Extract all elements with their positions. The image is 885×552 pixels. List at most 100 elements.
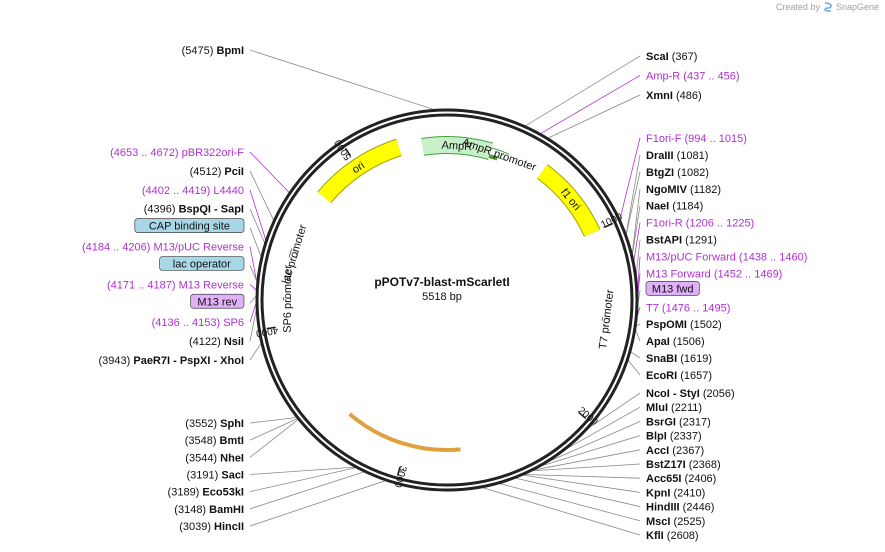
label-blpi[interactable]: BlpI (2337)	[646, 431, 702, 443]
label-text: (4512) PciI	[190, 166, 244, 178]
label-text: (4171 .. 4187) M13 Reverse	[107, 279, 244, 291]
label-text: (3189) Eco53kI	[168, 487, 244, 499]
label-pcii[interactable]: (4512) PciI	[190, 166, 244, 178]
label-sp6[interactable]: (4136 .. 4153) SP6	[152, 317, 244, 329]
leader-hindiii	[513, 477, 641, 507]
label-text: ApaI (1506)	[646, 336, 705, 348]
label-xmni[interactable]: XmnI (486)	[646, 90, 702, 102]
label-msci[interactable]: MscI (2525)	[646, 516, 705, 528]
label-btgzi[interactable]: BtgZI (1082)	[646, 167, 709, 179]
label-text: (4122) NsiI	[189, 336, 244, 348]
leader-lines	[249, 49, 641, 536]
leader-ecori	[626, 358, 641, 376]
label-text: Acc65I (2406)	[646, 473, 716, 485]
label-pspomi[interactable]: PspOMI (1502)	[646, 319, 722, 331]
label-hindiii[interactable]: HindIII (2446)	[646, 502, 714, 514]
label-m13-puc-reverse[interactable]: (4184 .. 4206) M13/pUC Reverse	[82, 242, 244, 254]
label-nsii[interactable]: (4122) NsiI	[189, 336, 244, 348]
leader-paer7i-pspxi-xhoi	[249, 341, 263, 361]
label-nhei[interactable]: (3544) NheI	[185, 452, 244, 464]
label-ecori[interactable]: EcoRI (1657)	[646, 370, 712, 382]
label-text: M13/pUC Forward (1438 .. 1460)	[646, 252, 807, 264]
label-text: (4402 .. 4419) L4440	[142, 185, 244, 197]
label-text: BlpI (2337)	[646, 431, 702, 443]
plasmid-length: 5518 bp	[422, 291, 462, 303]
leader-f1ori-f	[619, 137, 641, 222]
feature-ori[interactable]	[318, 139, 402, 203]
label-text: NgoMIV (1182)	[646, 184, 721, 196]
leader-btgzi	[625, 171, 641, 238]
label-text: (3039) HincII	[179, 521, 244, 533]
label-apai[interactable]: ApaI (1506)	[646, 336, 705, 348]
leader-f1ori-r	[632, 222, 641, 265]
label-hincii[interactable]: (3039) HincII	[179, 521, 244, 533]
label-naei[interactable]: NaeI (1184)	[646, 201, 703, 213]
feature-ampr[interactable]	[421, 137, 493, 159]
label-saci[interactable]: (3191) SacI	[187, 470, 245, 482]
leader-ngomiv	[631, 188, 641, 258]
label-m13-rev[interactable]: M13 rev	[190, 293, 245, 309]
label-eco53ki[interactable]: (3189) Eco53kI	[168, 487, 244, 499]
label-m13-forward[interactable]: M13 Forward (1452 .. 1469)	[646, 268, 782, 280]
label-bamhi[interactable]: (3148) BamHI	[174, 504, 244, 516]
leader-ncoi-styi	[582, 392, 641, 433]
site-labels: ScaI (367) Amp-R (437 .. 456) XmnI (486) F1…	[82, 45, 807, 542]
label-text: BsrGI (2317)	[646, 416, 711, 428]
label-mlui[interactable]: MluI (2211)	[646, 402, 702, 414]
feature-ampr-promoter[interactable]	[489, 148, 510, 161]
label-lac-operator[interactable]: lac operator	[159, 256, 245, 271]
label-snabi[interactable]: SnaBI (1619)	[646, 353, 712, 365]
label-text: MluI (2211)	[646, 402, 702, 414]
tick-4000	[266, 326, 276, 330]
label-text: M13 Forward (1452 .. 1469)	[646, 268, 782, 280]
label-text: KflI (2608)	[646, 530, 699, 542]
label-bstapi[interactable]: BstAPI (1291)	[646, 235, 717, 247]
snapgene-logo-icon	[824, 2, 832, 12]
label-bspqi-sapi[interactable]: (4396) BspQI - SapI	[144, 204, 244, 216]
leader-xmni	[546, 94, 641, 140]
label-bpmi[interactable]: (5475) BpmI	[182, 45, 244, 57]
leader-bstz17i	[528, 463, 641, 472]
label-scai[interactable]: ScaI (367)	[646, 51, 697, 63]
label-box	[645, 281, 700, 296]
label-cap-binding-site[interactable]: CAP binding site	[134, 218, 245, 233]
leader-mlui	[557, 406, 641, 455]
label-amp-r[interactable]: Amp-R (437 .. 456)	[646, 71, 740, 83]
label-bmti[interactable]: (3548) BmtI	[185, 435, 244, 447]
label-t7[interactable]: T7 (1476 .. 1495)	[646, 302, 730, 314]
label-kpni[interactable]: KpnI (2410)	[646, 487, 705, 499]
label-f1ori-f[interactable]: F1ori-F (994 .. 1015)	[646, 133, 747, 145]
label-m13-puc-forward[interactable]: M13/pUC Forward (1438 .. 1460)	[646, 252, 807, 264]
label-text: BtgZI (1082)	[646, 167, 709, 179]
label-text: (5475) BpmI	[182, 45, 244, 57]
label-pbr322ori-f[interactable]: (4653 .. 4672) pBR322ori-F	[110, 147, 244, 159]
label-m13-reverse[interactable]: (4171 .. 4187) M13 Reverse	[107, 279, 244, 291]
label-kfli[interactable]: KflI (2608)	[646, 530, 699, 542]
label-text: (3544) NheI	[185, 452, 244, 464]
feature-lac-promoter[interactable]	[289, 248, 299, 260]
label-bstz17i[interactable]: BstZ17I (2368)	[646, 459, 721, 471]
leader-pbr322ori-f	[249, 151, 291, 194]
label-text: AccI (2367)	[646, 445, 704, 457]
label-acc65i[interactable]: Acc65I (2406)	[646, 473, 716, 485]
plasmid-name: pPOTv7-blast-mScarletI	[374, 275, 509, 289]
label-bsrgi[interactable]: BsrGI (2317)	[646, 416, 711, 428]
label-ncoi-styi[interactable]: NcoI - StyI (2056)	[646, 388, 735, 400]
label-text: T7 (1476 .. 1495)	[646, 302, 730, 314]
label-sphi[interactable]: (3552) SphI	[185, 418, 244, 430]
label-paer7i-pspxi-xhoi[interactable]: (3943) PaeR7I - PspXI - XhoI	[99, 355, 245, 367]
label-f1ori-r[interactable]: F1ori-R (1206 .. 1225)	[646, 218, 754, 230]
label-acci[interactable]: AccI (2367)	[646, 445, 704, 457]
tick-2000	[578, 412, 587, 420]
label-l4440[interactable]: (4402 .. 4419) L4440	[142, 185, 244, 197]
leader-bpmi	[249, 49, 438, 112]
label-text: (3548) BmtI	[185, 435, 244, 447]
label-draiii[interactable]: DraIII (1081)	[646, 150, 708, 162]
label-text: (3552) SphI	[185, 418, 244, 430]
label-text: PspOMI (1502)	[646, 319, 722, 331]
label-text: CAP binding site	[149, 221, 230, 233]
label-ngomiv[interactable]: NgoMIV (1182)	[646, 184, 721, 196]
feature-f1-ori[interactable]	[537, 165, 600, 237]
label-m13-fwd[interactable]: M13 fwd	[645, 281, 700, 296]
